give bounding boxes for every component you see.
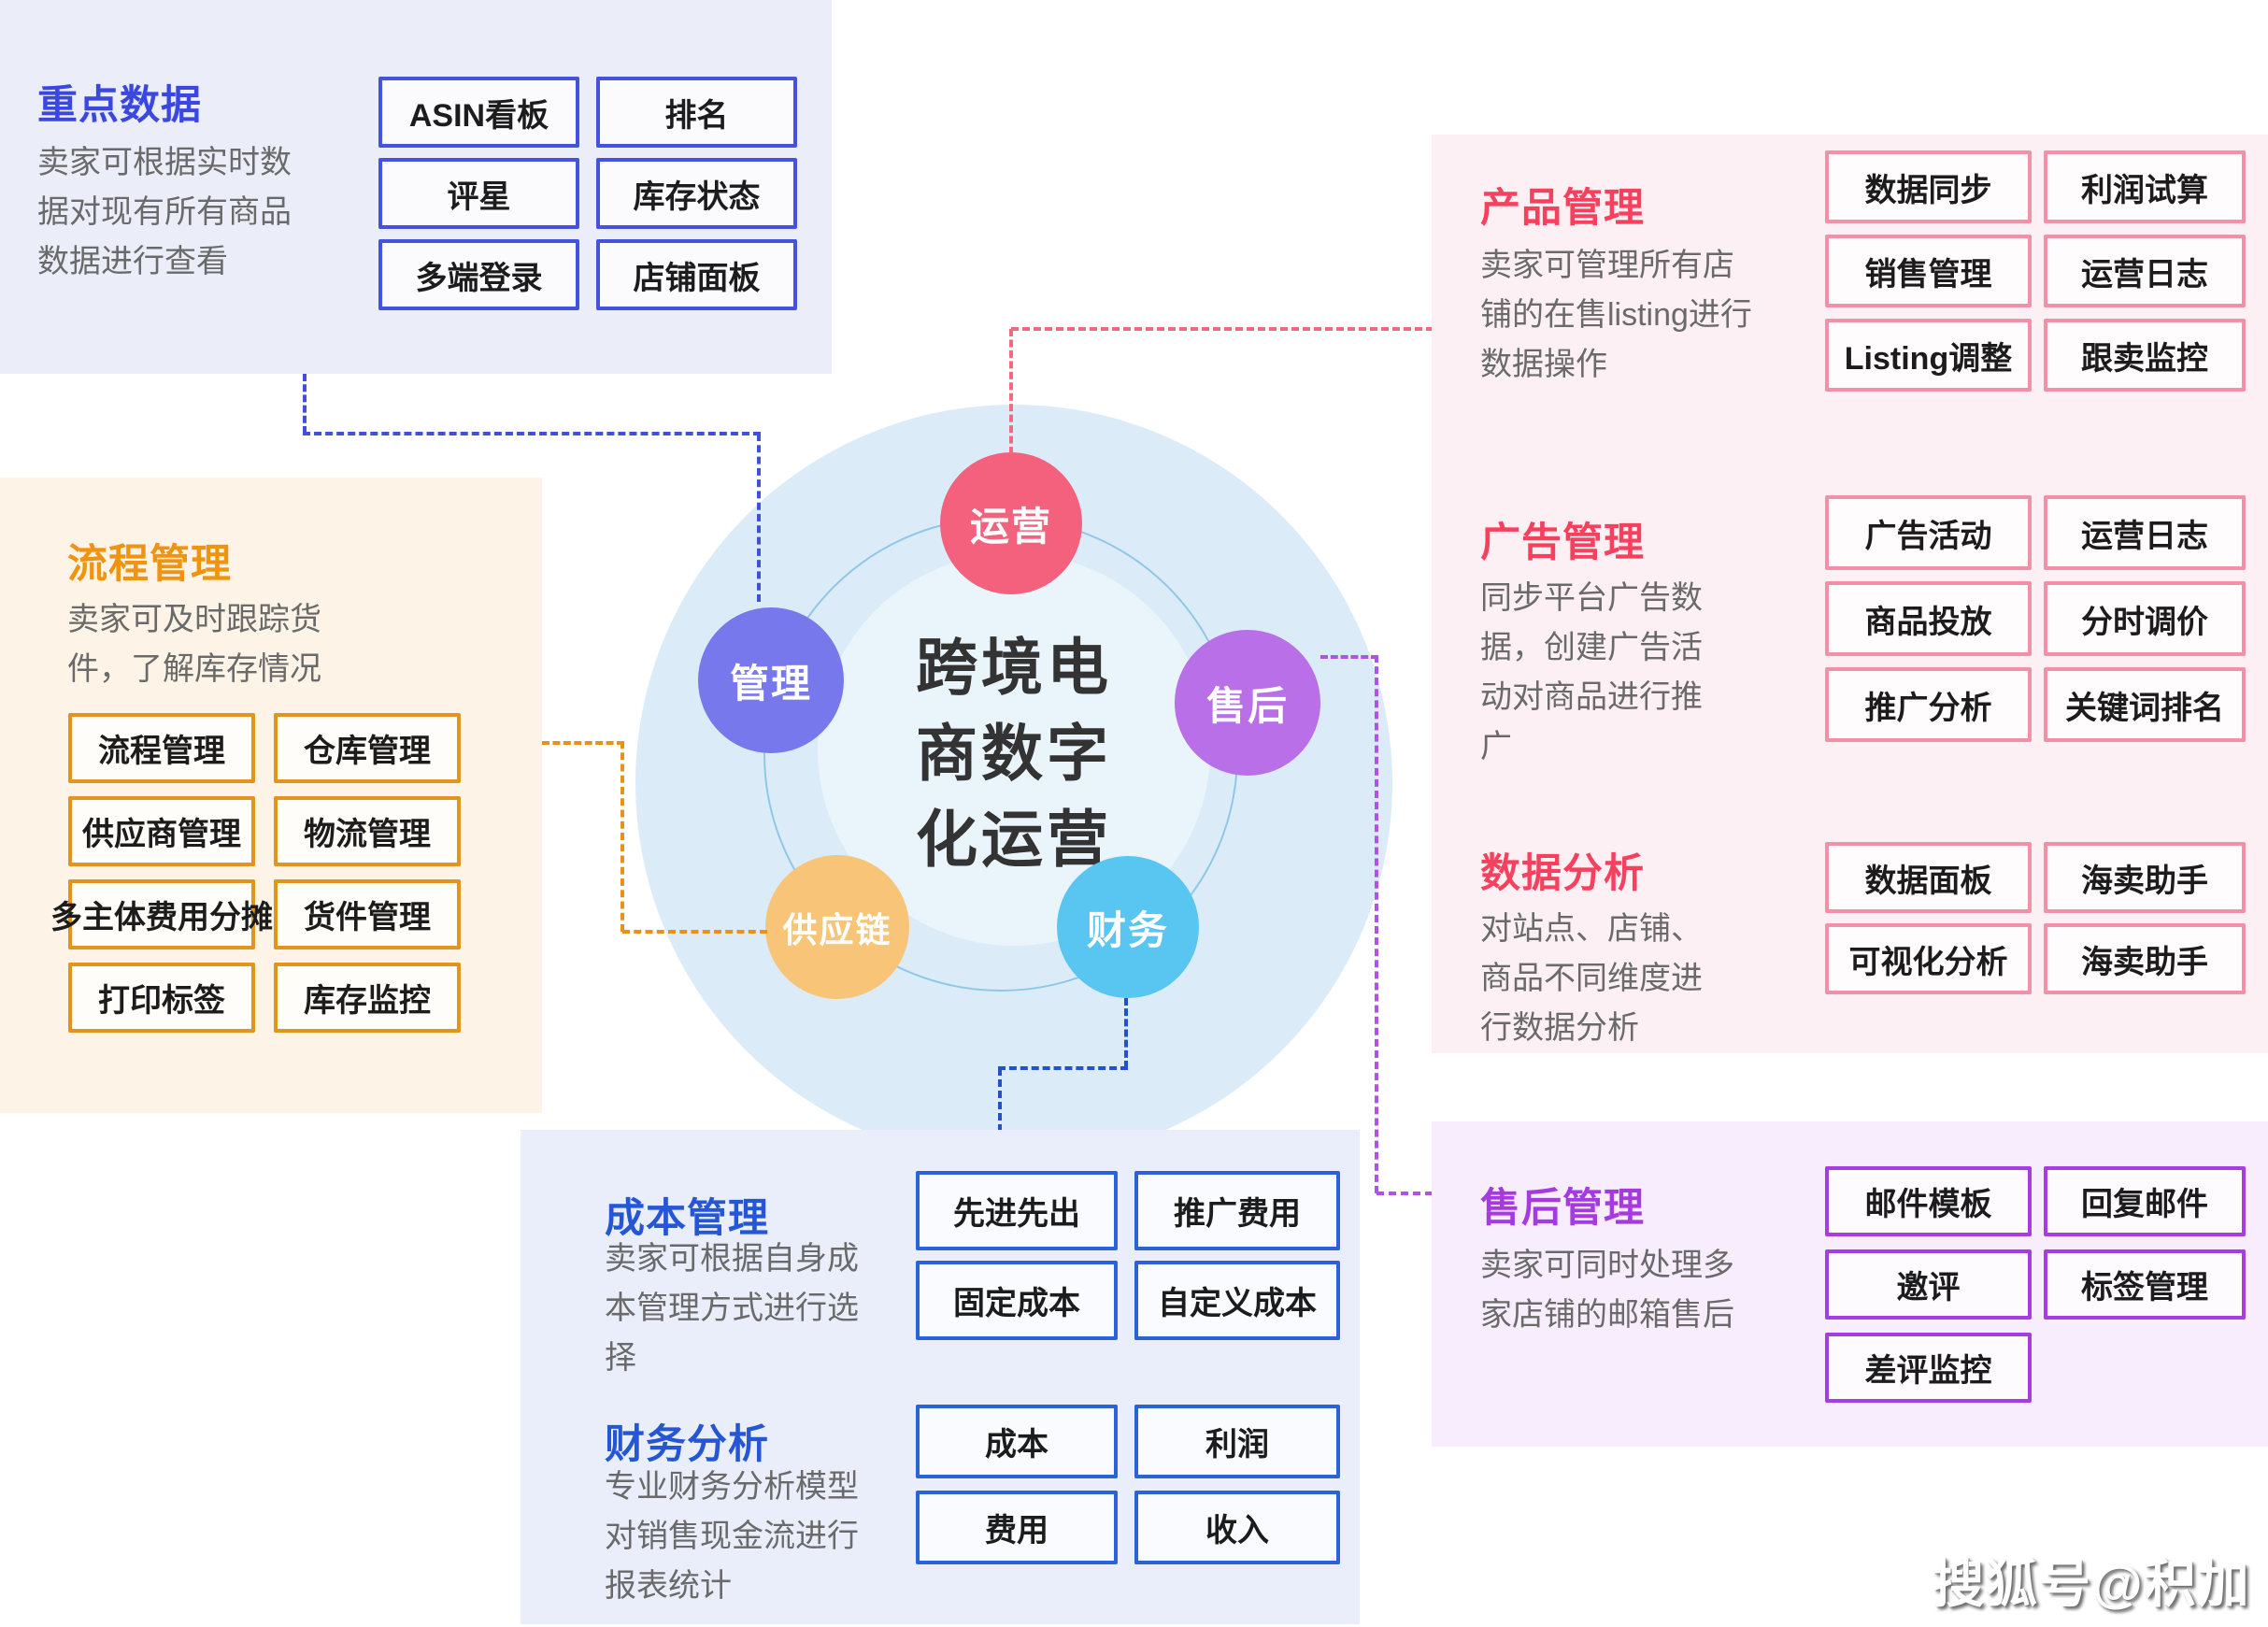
feature-chip[interactable]: 物流管理 bbox=[274, 796, 461, 866]
feature-chip[interactable]: 数据同步 bbox=[1825, 150, 2032, 223]
feature-chip[interactable]: 推广费用 bbox=[1134, 1171, 1340, 1250]
connector-key-data bbox=[303, 374, 307, 434]
watermark: 搜狐号@积加 bbox=[1933, 1555, 2251, 1613]
feature-chip[interactable]: 邮件模板 bbox=[1825, 1166, 2032, 1236]
feature-chip[interactable]: 货件管理 bbox=[274, 879, 461, 949]
connector-product bbox=[1011, 327, 1434, 331]
feature-chip[interactable]: 库存监控 bbox=[274, 963, 461, 1033]
hub-title-line: 商数字 bbox=[916, 719, 1112, 788]
feature-chip[interactable]: 评星 bbox=[378, 158, 579, 229]
finance-title: 财务分析 bbox=[605, 1422, 769, 1467]
panel-process-management: 流程管理 卖家可及时跟踪货件，了解库存情况 流程管理仓库管理供应商管理物流管理多… bbox=[0, 478, 542, 1113]
ads-description: 同步平台广告数据，创建广告活动对商品进行推广 bbox=[1480, 580, 1703, 765]
feature-chip[interactable]: 打印标签 bbox=[68, 963, 255, 1033]
feature-chip[interactable]: 跟卖监控 bbox=[2044, 319, 2246, 392]
feature-chip[interactable]: 销售管理 bbox=[1825, 235, 2032, 307]
feature-chip[interactable]: 成本 bbox=[916, 1405, 1118, 1478]
process-description: 卖家可及时跟踪货件，了解库存情况 bbox=[67, 602, 321, 688]
feature-chip[interactable]: 先进先出 bbox=[916, 1171, 1118, 1250]
connector-process bbox=[622, 930, 767, 934]
node-management[interactable]: 管理 bbox=[698, 607, 844, 753]
node-operations[interactable]: 运营 bbox=[940, 452, 1082, 594]
connector-aftersale bbox=[1320, 655, 1378, 659]
aftersale-title: 售后管理 bbox=[1480, 1186, 1645, 1231]
process-feature-list: 流程管理仓库管理供应商管理物流管理多主体费用分摊货件管理打印标签库存监控 bbox=[50, 713, 461, 1033]
feature-chip[interactable]: 商品投放 bbox=[1825, 581, 2032, 656]
feature-chip[interactable]: 库存状态 bbox=[596, 158, 797, 229]
connector-finance bbox=[998, 1068, 1002, 1132]
feature-chip[interactable]: 差评监控 bbox=[1825, 1333, 2032, 1403]
product-description: 卖家可管理所有店铺的在售listing进行数据操作 bbox=[1480, 248, 1752, 383]
feature-chip[interactable]: 仓库管理 bbox=[274, 713, 461, 783]
connector-key-data bbox=[303, 432, 761, 435]
feature-chip[interactable]: Listing调整 bbox=[1825, 319, 2032, 392]
feature-chip[interactable]: 邀评 bbox=[1825, 1249, 2032, 1320]
feature-chip[interactable]: 可视化分析 bbox=[1825, 923, 2032, 994]
key-data-description: 卖家可根据实时数据对现有所有商品数据进行查看 bbox=[37, 145, 292, 280]
panel-right-group: 产品管理 卖家可管理所有店铺的在售listing进行数据操作 数据同步利润试算销… bbox=[1432, 135, 2268, 1053]
feature-chip[interactable]: 标签管理 bbox=[2044, 1249, 2246, 1320]
ads-title: 广告管理 bbox=[1480, 521, 1645, 565]
feature-chip[interactable]: 海卖助手 bbox=[2044, 923, 2246, 994]
key-data-title: 重点数据 bbox=[37, 83, 202, 128]
feature-chip[interactable]: 推广分析 bbox=[1825, 667, 2032, 742]
process-title: 流程管理 bbox=[67, 542, 232, 587]
connector-finance bbox=[1124, 998, 1128, 1068]
product-title: 产品管理 bbox=[1480, 186, 1645, 231]
cost-description: 卖家可根据自身成本管理方式进行选择 bbox=[605, 1241, 859, 1377]
feature-chip[interactable]: 店铺面板 bbox=[596, 239, 797, 310]
connector-finance bbox=[998, 1066, 1128, 1070]
feature-chip[interactable]: 分时调价 bbox=[2044, 581, 2246, 656]
aftersale-description: 卖家可同时处理多家店铺的邮箱售后 bbox=[1480, 1248, 1734, 1334]
feature-chip[interactable]: 排名 bbox=[596, 77, 797, 148]
feature-chip[interactable]: 费用 bbox=[916, 1491, 1118, 1564]
feature-chip[interactable]: ASIN看板 bbox=[378, 77, 579, 148]
feature-chip[interactable]: 回复邮件 bbox=[2044, 1166, 2246, 1236]
hub-title-line: 跨境电 bbox=[916, 633, 1112, 702]
node-finance[interactable]: 财务 bbox=[1057, 856, 1199, 998]
analytics-title: 数据分析 bbox=[1480, 851, 1645, 896]
node-supply-chain[interactable]: 供应链 bbox=[765, 855, 909, 999]
feature-chip[interactable]: 海卖助手 bbox=[2044, 842, 2246, 913]
feature-chip[interactable]: 多端登录 bbox=[378, 239, 579, 310]
connector-process bbox=[620, 741, 624, 932]
key-data-feature-list: ASIN看板排名评星库存状态多端登录店铺面板 bbox=[378, 77, 797, 310]
hub-title-line: 化运营 bbox=[916, 805, 1112, 874]
connector-aftersale bbox=[1376, 1192, 1433, 1195]
connector-process bbox=[542, 741, 624, 745]
panel-aftersale-management: 售后管理 卖家可同时处理多家店铺的邮箱售后 邮件模板回复邮件邀评标签管理差评监控 bbox=[1432, 1121, 2268, 1447]
feature-chip[interactable]: 运营日志 bbox=[2044, 495, 2246, 570]
feature-chip[interactable]: 关键词排名 bbox=[2044, 667, 2246, 742]
finance-description: 专业财务分析模型对销售现金流进行报表统计 bbox=[605, 1469, 859, 1605]
hub-title: 跨境电 商数字 化运营 bbox=[874, 624, 1154, 882]
cost-title: 成本管理 bbox=[605, 1196, 769, 1241]
aftersale-feature-list: 邮件模板回复邮件邀评标签管理差评监控 bbox=[1825, 1166, 2246, 1403]
ads-feature-list: 广告活动运营日志商品投放分时调价推广分析关键词排名 bbox=[1825, 495, 2246, 742]
feature-chip[interactable]: 利润试算 bbox=[2044, 150, 2246, 223]
feature-chip[interactable]: 固定成本 bbox=[916, 1261, 1118, 1340]
panel-bottom-group: 成本管理 卖家可根据自身成本管理方式进行选择 先进先出推广费用固定成本自定义成本… bbox=[521, 1130, 1360, 1624]
node-aftersale[interactable]: 售后 bbox=[1175, 630, 1320, 776]
feature-chip[interactable]: 广告活动 bbox=[1825, 495, 2032, 570]
feature-chip[interactable]: 利润 bbox=[1134, 1405, 1340, 1478]
feature-chip[interactable]: 流程管理 bbox=[68, 713, 255, 783]
feature-chip[interactable]: 多主体费用分摊 bbox=[50, 879, 273, 949]
feature-chip[interactable]: 数据面板 bbox=[1825, 842, 2032, 913]
analytics-description: 对站点、店铺、商品不同维度进行数据分析 bbox=[1480, 911, 1703, 1047]
feature-chip[interactable]: 收入 bbox=[1134, 1491, 1340, 1564]
cost-feature-list: 先进先出推广费用固定成本自定义成本 bbox=[916, 1171, 1340, 1340]
panel-key-data: 重点数据 卖家可根据实时数据对现有所有商品数据进行查看 ASIN看板排名评星库存… bbox=[0, 0, 832, 374]
finance-feature-list: 成本利润费用收入 bbox=[916, 1405, 1340, 1564]
connector-product bbox=[1009, 329, 1013, 454]
connector-key-data bbox=[757, 434, 761, 602]
analytics-feature-list: 数据面板海卖助手可视化分析海卖助手 bbox=[1825, 842, 2246, 994]
feature-chip[interactable]: 自定义成本 bbox=[1134, 1261, 1340, 1340]
feature-chip[interactable]: 运营日志 bbox=[2044, 235, 2246, 307]
connector-aftersale bbox=[1375, 655, 1378, 1193]
feature-chip[interactable]: 供应商管理 bbox=[68, 796, 255, 866]
